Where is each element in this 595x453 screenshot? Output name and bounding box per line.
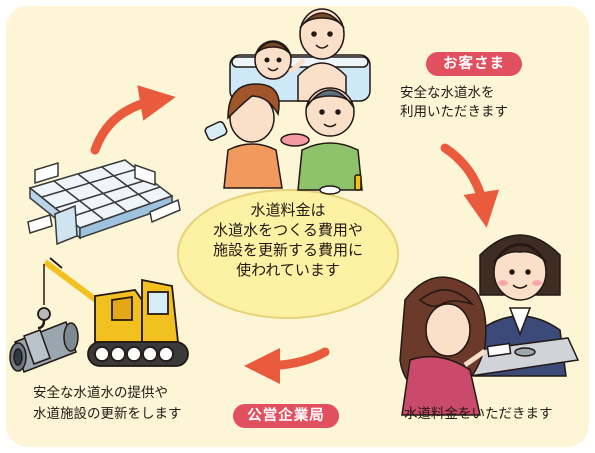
customer-badge: お客さま <box>426 52 522 76</box>
family-bathing-illustration <box>204 8 371 195</box>
fee-usage-line: 水道水をつくる費用や <box>213 221 363 239</box>
fee-usage-message: 水道料金は 水道水をつくる費用や 施設を更新する費用に 使われています <box>188 200 388 280</box>
billing-caption: 水道料金をいただきます <box>404 406 553 422</box>
fee-usage-line: 施設を更新する費用に <box>212 241 363 259</box>
fee-usage-line: 水道料金は <box>250 201 326 219</box>
crane-excavator-illustration <box>37 257 189 367</box>
utility-caption-line: 水道施設の更新をします <box>33 406 182 422</box>
utility-badge: 公営企業局 <box>233 404 339 428</box>
water-pipe-illustration <box>9 321 79 373</box>
customer-caption-line: 安全な水道水を <box>400 85 495 101</box>
bill-payment-counter-illustration <box>399 234 580 416</box>
cycle-arrow-icon <box>90 85 500 384</box>
customer-caption-line: 利用いただきます <box>400 104 508 120</box>
water-treatment-plant-illustration <box>27 159 181 246</box>
utility-caption-line: 安全な水道水の提供や <box>33 385 168 401</box>
fee-usage-line: 使われています <box>236 261 340 279</box>
center-ellipse <box>177 189 399 319</box>
